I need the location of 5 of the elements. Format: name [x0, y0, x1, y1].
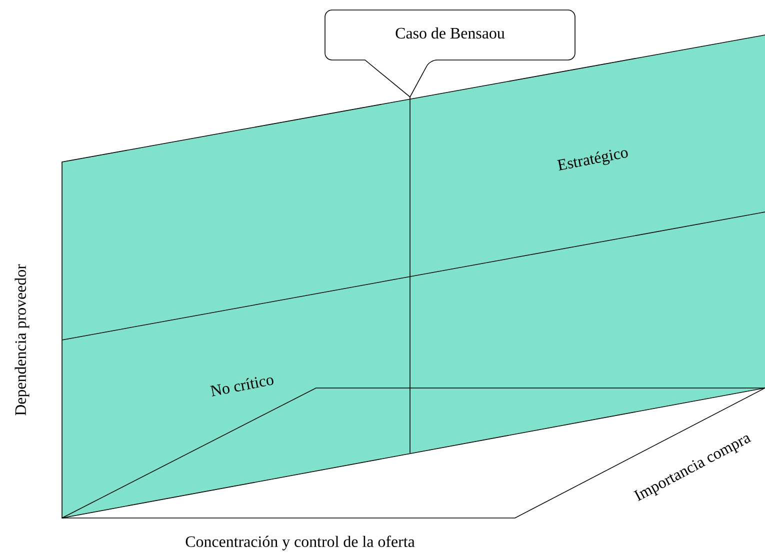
axis-label: Concentración y control de la oferta — [186, 536, 415, 550]
callout-box: Caso de Bensaou — [324, 10, 576, 98]
quadrant-label: No crítico — [210, 377, 274, 396]
axis-label: Dependencia proveedor — [14, 264, 30, 416]
quadrant-label: Estratégico — [557, 150, 628, 170]
